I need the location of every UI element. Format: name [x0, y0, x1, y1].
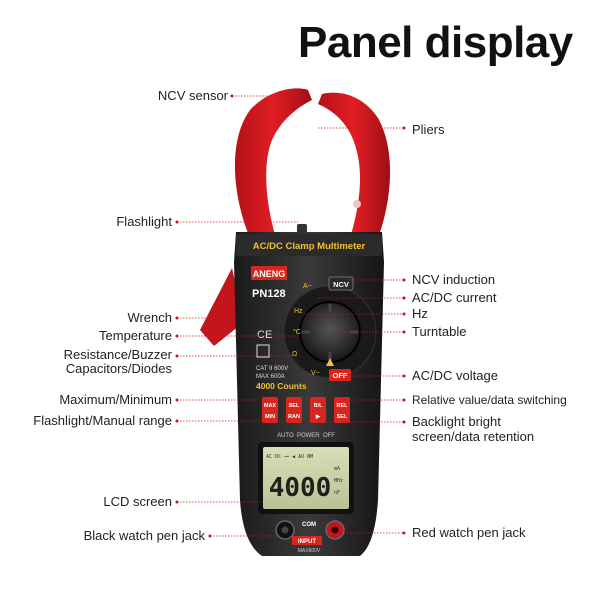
- label-backlight-bright: Backlight bright: [412, 414, 501, 429]
- label-ncv-induction: NCV induction: [412, 272, 496, 287]
- brand-badge: [251, 266, 287, 280]
- model-text: PN128: [252, 288, 286, 300]
- cat-rating: CAT II 600V: [256, 366, 288, 372]
- lcd-digits: 4000: [269, 473, 332, 503]
- ce-mark: CE: [257, 329, 272, 341]
- lcd-units-hz: MHz: [334, 478, 343, 484]
- ncv-dial-text: NCV: [333, 280, 349, 289]
- btn-label-bottom: RAN: [288, 414, 300, 420]
- label-flashlight: Flashlight: [116, 214, 172, 229]
- brand-text: ANENG: [253, 269, 286, 279]
- btn-label-top: SEL: [289, 403, 300, 409]
- label-max-min: Maximum/Minimum: [59, 392, 172, 407]
- rel-sel-button[interactable]: REL SEL: [334, 397, 350, 423]
- label-turntable: Turntable: [412, 324, 467, 339]
- max-rating: MAX 600A: [256, 374, 285, 380]
- off-dial-text: OFF: [333, 371, 348, 380]
- lcd-indicators: AC DC ⊶ ◀ AU NM: [266, 454, 313, 460]
- device-header-text: AC/DC Clamp Multimeter: [253, 241, 366, 252]
- label-pliers: Pliers: [412, 122, 445, 137]
- btn-label-top: MAX: [264, 403, 277, 409]
- label-ncv-sensor: NCV sensor: [157, 88, 228, 103]
- label-resistance-buzzer: Resistance/Buzzer: [63, 347, 172, 362]
- mode-row-text: AUTO POWER OFF: [277, 433, 335, 439]
- ohm-range-mark: Ω: [292, 351, 297, 358]
- input-badge: [292, 536, 322, 545]
- label-flashlight-range: Flashlight/Manual range: [33, 413, 172, 428]
- label-red-jack: Red watch pen jack: [412, 525, 526, 540]
- btn-label-top: REL: [337, 403, 349, 409]
- input-label: INPUT: [298, 539, 316, 545]
- wrench-lever: [200, 268, 244, 346]
- label-wrench: Wrench: [127, 310, 172, 325]
- btn-label-bottom: MIN: [265, 414, 275, 420]
- btn-label-top: B/L: [314, 403, 324, 409]
- max-input-label: MAX600V: [298, 548, 321, 554]
- label-lcd-screen: LCD screen: [103, 494, 172, 509]
- lcd-units: mA: [334, 466, 340, 472]
- com-label: COM: [302, 522, 316, 528]
- ncv-dial-mark: [328, 276, 354, 291]
- pliers-jaws: [234, 88, 391, 239]
- lcd-units-f: nF: [334, 490, 340, 496]
- off-dial-mark: [329, 369, 351, 381]
- label-data-retention: screen/data retention: [412, 429, 535, 444]
- sel-ran-button[interactable]: SEL RAN: [286, 397, 302, 423]
- hz-range-mark: Hz: [294, 308, 303, 315]
- jack-panel: COM INPUT MAX600V: [275, 520, 345, 554]
- label-acdc-current: AC/DC current: [412, 290, 497, 305]
- double-insulation-icon: [256, 344, 270, 358]
- flashlight-lens: [297, 224, 307, 234]
- label-capacitors-diodes: Capacitors/Diodes: [65, 361, 172, 376]
- function-buttons: MAX MIN SEL RAN B/L ▶ REL SEL: [262, 397, 350, 423]
- a-range-mark: A~: [303, 283, 312, 290]
- label-acdc-voltage: AC/DC voltage: [412, 368, 498, 383]
- backlight-button[interactable]: B/L ▶: [310, 397, 326, 423]
- v-range-mark: V~: [311, 370, 320, 377]
- left-leader-lines: [175, 94, 304, 538]
- page-title: Panel display: [298, 18, 573, 67]
- lcd-screen: AC DC ⊶ ◀ AU NM 4000 mA MHz nF: [258, 442, 354, 514]
- btn-label-bottom: SEL: [337, 414, 348, 420]
- btn-label-bottom: ▶: [315, 413, 321, 420]
- label-temperature: Temperature: [99, 328, 172, 343]
- right-leader-lines: [304, 126, 406, 535]
- label-hz: Hz: [412, 306, 428, 321]
- temp-range-mark: °C: [293, 328, 301, 336]
- label-relative-value: Relative value/data switching: [412, 393, 567, 407]
- counts-text: 4000 Counts: [256, 381, 307, 391]
- label-black-jack: Black watch pen jack: [83, 528, 205, 543]
- max-min-button[interactable]: MAX MIN: [262, 397, 278, 423]
